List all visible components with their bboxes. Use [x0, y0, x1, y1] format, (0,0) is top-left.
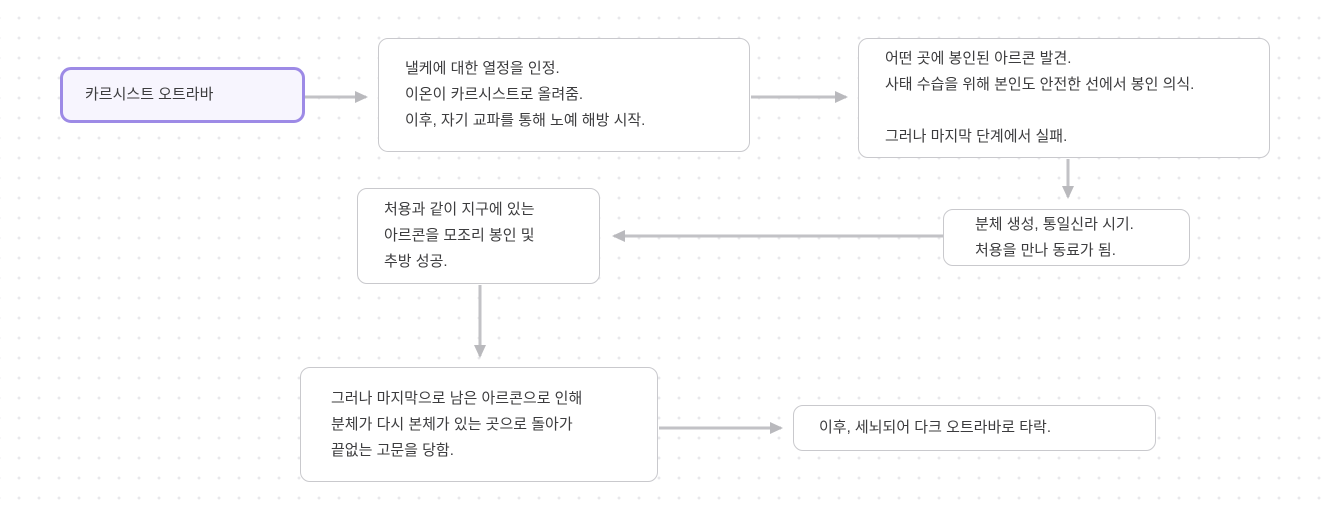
node-text-line: 처용을 만나 동료가 됨.: [975, 241, 1116, 259]
node-text-line: 사태 수습을 위해 본인도 안전한 선에서 봉인 의식.: [885, 76, 1195, 93]
node-text-line: 이온이 카르시스트로 올려줌.: [405, 86, 584, 103]
node-text-line: 그러나 마지막 단계에서 실패.: [885, 128, 1068, 145]
node-text-line: 이후, 세뇌되어 다크 오트라바로 타락.: [819, 419, 1052, 436]
flow-node-return-torture[interactable]: 그러나 마지막으로 남은 아르콘으로 인해 분체가 다시 본체가 있는 곳으로 …: [300, 367, 658, 482]
node-text-line: 처용과 같이 지구에 있는: [384, 201, 535, 218]
node-text-line: 그러나 마지막으로 남은 아르콘으로 인해: [331, 389, 583, 407]
node-text-line: 카르시스트 오트라바: [85, 86, 214, 103]
node-text-line: 추방 성공.: [384, 253, 448, 270]
node-text-line: 이후, 자기 교파를 통해 노예 해방 시작.: [405, 112, 646, 129]
node-text-line: 낼케에 대한 열정을 인정.: [405, 60, 560, 77]
flow-node-recognition[interactable]: 낼케에 대한 열정을 인정. 이온이 카르시스트로 올려줌. 이후, 자기 교파…: [378, 38, 750, 152]
flow-node-sealing-ritual[interactable]: 어떤 곳에 봉인된 아르콘 발견. 사태 수습을 위해 본인도 안전한 선에서 …: [858, 38, 1270, 158]
flow-node-sealing-success[interactable]: 처용과 같이 지구에 있는 아르콘을 모조리 봉인 및 추방 성공.: [357, 188, 600, 284]
flow-node-clone-creation[interactable]: 분체 생성, 통일신라 시기. 처용을 만나 동료가 됨.: [943, 209, 1190, 266]
node-text-line: 어떤 곳에 봉인된 아르콘 발견.: [885, 50, 1072, 67]
node-text-line: 분체가 다시 본체가 있는 곳으로 돌아가: [331, 415, 573, 433]
node-text-line: [885, 98, 1269, 124]
node-text-line: 끝없는 고문을 당함.: [331, 441, 454, 459]
node-text-line: 분체 생성, 통일신라 시기.: [975, 215, 1134, 233]
flow-node-main-title[interactable]: 카르시스트 오트라바: [60, 67, 305, 123]
flow-node-corruption[interactable]: 이후, 세뇌되어 다크 오트라바로 타락.: [793, 405, 1156, 451]
node-text-line: 아르콘을 모조리 봉인 및: [384, 227, 535, 244]
